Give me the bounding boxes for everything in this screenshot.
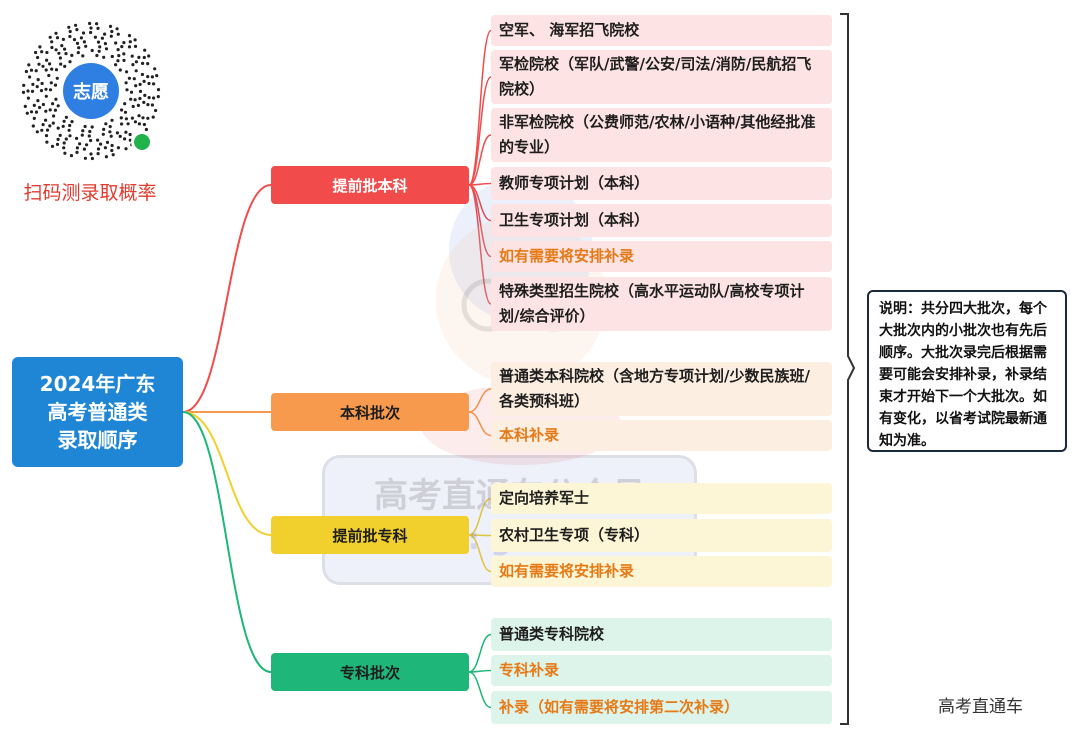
batch-node-early-undergrad: 提前批本科	[271, 166, 469, 204]
footer-brand: 高考直通车	[938, 697, 1023, 717]
batch-label: 提前批专科	[332, 526, 408, 545]
batch-node-junior-college: 专科批次	[271, 653, 469, 691]
batch-label: 专科批次	[339, 663, 400, 682]
batch-node-undergrad: 本科批次	[271, 393, 469, 431]
leaf-item: 军检院校（军队/武警/公安/司法/消防/民航招飞院校）	[491, 50, 832, 104]
leaf-item: 卫生专项计划（本科）	[491, 204, 832, 237]
leaf-item: 如有需要将安排补录	[491, 241, 832, 272]
batch-node-early-junior-college: 提前批专科	[271, 516, 469, 554]
qr-code-icon[interactable]: 志愿	[15, 15, 167, 167]
leaf-item: 如有需要将安排补录	[491, 556, 832, 587]
note-box: 说明：共分四大批次，每个大批次内的小批次也有先后顺序。大批次录完后根据需要可能会…	[867, 290, 1067, 452]
bracket-icon	[840, 13, 856, 725]
batch-label: 提前批本科	[332, 176, 408, 195]
mini-program-icon	[134, 134, 150, 150]
leaf-item: 专科补录	[491, 655, 832, 686]
leaf-item: 空军、 海军招飞院校	[491, 15, 832, 46]
leaf-item: 普通类专科院校	[491, 618, 832, 651]
leaf-item: 本科补录	[491, 420, 832, 451]
leaf-item: 特殊类型招生院校（高水平运动队/高校专项计划/综合评价）	[491, 277, 832, 331]
leaf-item: 农村卫生专项（专科）	[491, 519, 832, 552]
leaf-item: 普通类本科院校（含地方专项计划/少数民族班/各类预科班）	[491, 362, 832, 416]
leaf-item: 教师专项计划（本科）	[491, 167, 832, 200]
leaf-item: 补录（如有需要将安排第二次补录）	[491, 691, 832, 724]
batch-label: 本科批次	[339, 403, 400, 422]
leaf-item: 定向培养军士	[491, 483, 832, 514]
qr-caption: 扫码测录取概率	[23, 182, 157, 204]
leaf-item: 非军检院校（公费师范/农林/小语种/其他经批准的专业）	[491, 108, 832, 162]
qr-badge: 志愿	[73, 81, 109, 103]
root-node: 2024年广东 高考普通类 录取顺序	[12, 357, 183, 467]
